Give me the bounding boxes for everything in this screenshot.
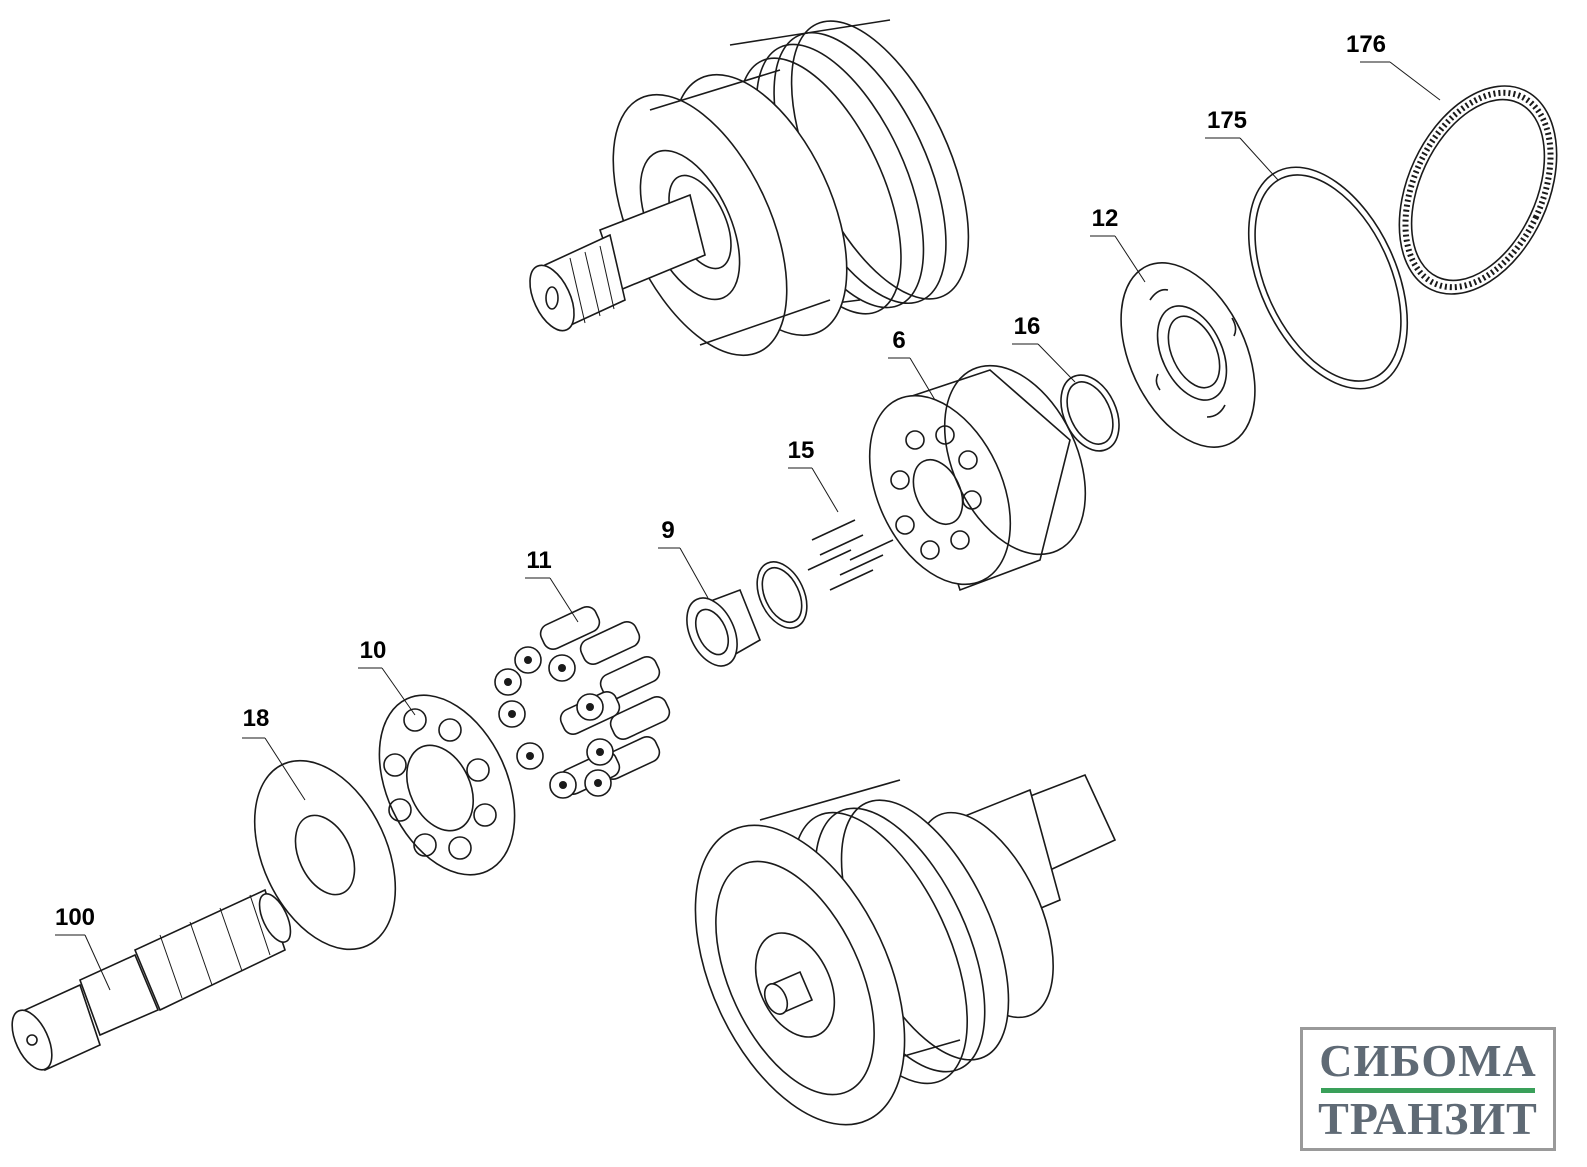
part-18-thrust-plate (253, 759, 397, 951)
callout-176: 176 (1346, 31, 1441, 101)
part-176-ring (1398, 85, 1558, 295)
company-logo: СИБОМА ТРАНЗИТ (1300, 1027, 1556, 1151)
part-15-pins (807, 519, 894, 591)
callout-6: 6 (888, 327, 936, 401)
part-10-retainer-plate (378, 694, 516, 876)
logo-text-line2: ТРАНЗИТ (1318, 1093, 1538, 1144)
svg-text:100: 100 (55, 904, 95, 931)
svg-text:12: 12 (1092, 205, 1119, 232)
svg-text:10: 10 (360, 637, 387, 664)
logo-accent-bar (1321, 1088, 1535, 1093)
part-175-plate (1247, 166, 1409, 390)
svg-text:175: 175 (1207, 107, 1247, 134)
part-100-drive-shaft (11, 888, 292, 1072)
svg-text:6: 6 (892, 327, 905, 354)
svg-text:15: 15 (788, 437, 815, 464)
bottom-assembled-motor (694, 773, 1117, 1126)
callout-10: 10 (358, 637, 416, 716)
callout-9: 9 (658, 517, 709, 599)
part-11-pistons (494, 606, 671, 799)
logo-text-line1: СИБОМА (1319, 1035, 1537, 1086)
retaining-ring (756, 561, 808, 629)
callout-18: 18 (242, 705, 306, 801)
callout-100: 100 (55, 904, 111, 991)
svg-text:18: 18 (243, 705, 270, 732)
part-6-cylinder-block (868, 364, 1087, 592)
callout-11: 11 (525, 547, 579, 623)
svg-text:9: 9 (661, 517, 674, 544)
part-12-valve-plate (1120, 262, 1256, 448)
callout-16: 16 (1012, 313, 1076, 383)
callout-175: 175 (1205, 107, 1279, 181)
top-assembled-motor (529, 19, 970, 357)
callout-12: 12 (1090, 205, 1146, 283)
svg-text:176: 176 (1346, 31, 1386, 58)
svg-text:16: 16 (1014, 313, 1041, 340)
callout-15: 15 (788, 437, 839, 513)
svg-text:11: 11 (526, 547, 551, 574)
part-9-ball-guide (686, 588, 762, 667)
